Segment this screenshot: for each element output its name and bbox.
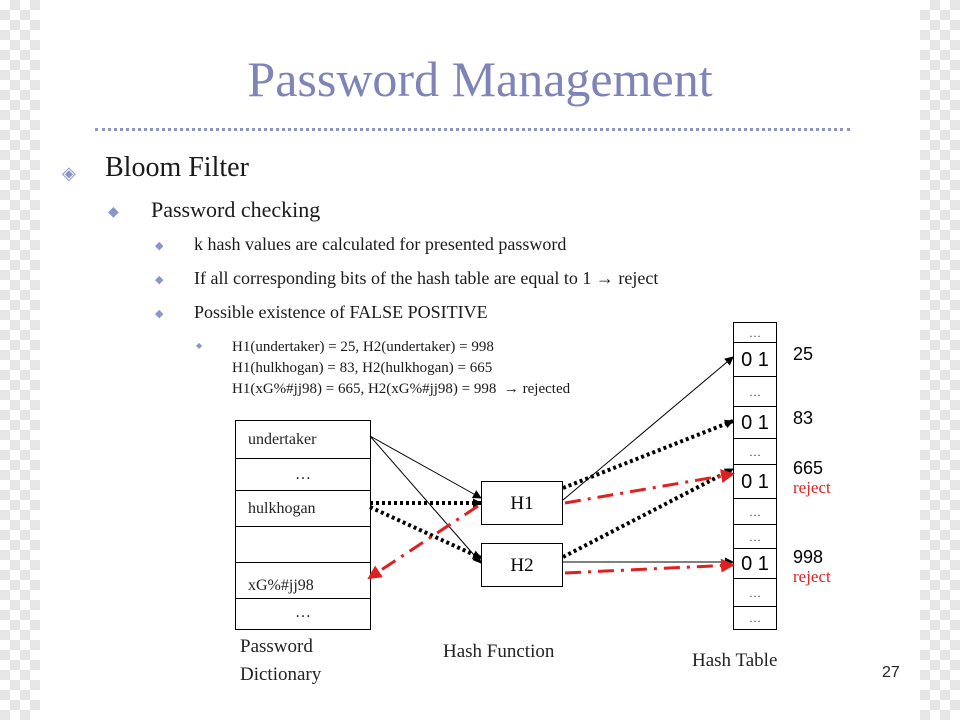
bullet-all-bits-text: If all corresponding bits of the hash ta… [194,268,592,288]
example-line-hulkhogan: H1(hulkhogan) = 83, H2(hulkhogan) = 665 [232,360,493,376]
hash-table-row: … [734,323,776,343]
dictionary-row: undertaker [236,421,370,459]
diamond-bullet-icon: ◆ [196,341,203,350]
diamond-bullet-icon: ◆ [155,274,164,286]
hash-index-83: 83 [793,408,814,428]
right-background [920,0,960,720]
left-background [0,0,40,720]
arrow-red-h1-665 [564,469,735,505]
arrow-red-h2-998 [564,558,735,575]
dictionary-row: xG%#jj98 [236,563,370,599]
hash-index-998: 998 [793,547,824,567]
hash-table-bit: 0 1 [734,343,776,377]
reject-label-665: reject [793,478,831,497]
example-rejected-text: rejected [522,381,571,397]
bullet-reject-text: reject [618,268,659,288]
bullet-all-bits-reject: If all corresponding bits of the hash ta… [194,268,658,289]
arrow-undertaker-h2 [369,435,482,564]
title-divider [95,128,850,131]
hash-table-caption: Hash Table [692,650,778,671]
page-title: Password Management [247,51,713,107]
example-line-xg-text: H1(xG%#jj98) = 665, H2(xG%#jj98) = 998 [232,381,497,397]
diamond-bullet-icon: ◆ [108,205,119,220]
dictionary-row [236,527,370,563]
dictionary-row: hulkhogan [236,491,370,527]
hash-table-row: … [749,611,761,625]
arrow-h1-83 [562,419,734,490]
arrow-red-xg-h1 [367,504,479,580]
hash-table-bit: 0 1 [734,407,776,439]
hash-index-25: 25 [793,344,814,364]
hash-table: … 0 1 … 0 1 … 0 1 … … 0 1 … … [733,322,777,630]
diamond-bullet-icon: ◆ [155,308,164,320]
dictionary-row: … [295,604,311,621]
bullet-false-positive: Possible existence of FALSE POSITIVE [194,302,488,322]
dictionary-caption-line1: Password [240,636,313,657]
diamond-bullet-icon: ◈ [62,163,76,183]
bullet-bloom-filter: Bloom Filter [105,152,249,183]
arrow-h2-665 [562,467,734,559]
hash-table-row: … [734,579,776,607]
hash-table-row: … [734,499,776,525]
hash-table-bit: 0 1 [734,549,776,579]
hash-table-row: … [734,525,776,549]
hash-index-665: 665 [793,458,824,478]
example-line-xg: H1(xG%#jj98) = 665, H2(xG%#jj98) = 998 →… [232,379,570,400]
dictionary-caption: Password Dictionary [240,633,321,689]
hash-table-row: … [734,377,776,407]
diamond-bullet-icon: ◆ [155,240,164,252]
reject-label-998: reject [793,567,831,586]
right-arrow-icon: → [503,381,519,397]
dictionary-caption-line2: Dictionary [240,664,322,685]
arrow-hulkhogan-h2 [369,505,482,560]
hash-function-h2: H2 [481,543,563,587]
bullet-password-checking: Password checking [151,197,321,222]
page-number: 27 [882,664,900,681]
hash-function-h1: H1 [481,481,563,525]
dictionary-row: … [236,459,370,491]
example-line-undertaker: H1(undertaker) = 25, H2(undertaker) = 99… [232,339,494,355]
bullet-k-hash-values: k hash values are calculated for present… [194,234,567,254]
arrow-undertaker-h1 [369,435,482,499]
right-arrow-icon: → [595,268,614,288]
hash-function-caption: Hash Function [443,641,555,662]
hash-table-row: … [734,439,776,465]
example-hashes: H1(undertaker) = 25, H2(undertaker) = 99… [232,337,570,400]
hash-table-bit: 0 1 [734,465,776,499]
password-dictionary: undertaker … hulkhogan xG%#jj98 … [235,420,371,630]
